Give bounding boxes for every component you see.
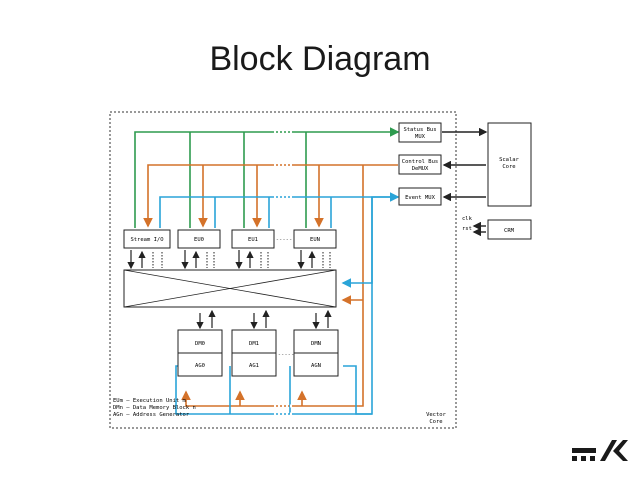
svg-text:MUX: MUX: [415, 134, 426, 140]
svg-text:Control Bus: Control Bus: [402, 159, 438, 165]
scalar-connections: [442, 127, 488, 237]
legend-item: DMn – Data Memory Block n: [113, 405, 196, 411]
vector-core-label: Vector Core: [426, 412, 447, 425]
status-lines: [134, 127, 400, 228]
legend-item: EUm – Execution Unit m: [113, 398, 187, 404]
crm-block: CRM: [487, 219, 532, 240]
svg-text:Status Bus: Status Bus: [403, 127, 436, 133]
svg-text:DeMUX: DeMUX: [412, 166, 429, 172]
svg-text:Scalar: Scalar: [499, 157, 520, 163]
control-bus-demux: Control Bus DeMUX: [398, 154, 442, 175]
svg-text:Core: Core: [502, 164, 515, 170]
status-bus-mux: Status Bus MUX: [398, 122, 442, 143]
svg-text:Stream I/O: Stream I/O: [130, 237, 163, 243]
vector-core-boundary: [109, 111, 457, 429]
clk-label: clk: [462, 216, 473, 222]
eu0-block: EU0: [177, 229, 221, 249]
company-logo: [572, 440, 628, 461]
svg-text:Core: Core: [429, 419, 442, 425]
rst-label: rst: [462, 226, 472, 232]
svg-text:Event MUX: Event MUX: [405, 195, 435, 201]
dm0-ag0-block: DM0 AG0: [177, 329, 223, 377]
legend-item: AGn – Address Generator: [113, 412, 190, 418]
eu-ellipsis: -----: [276, 237, 293, 243]
legend: EUm – Execution Unit m DMn – Data Memory…: [113, 398, 196, 418]
agn-label: AGN: [311, 363, 321, 369]
svg-text:EU0: EU0: [194, 237, 204, 243]
ag1-label: AG1: [249, 363, 259, 369]
svg-text:EUN: EUN: [310, 237, 320, 243]
crossbar-memory-arrows: [196, 309, 332, 330]
eu-crossbar-arrows: [127, 250, 316, 270]
ag0-label: AG0: [195, 363, 205, 369]
svg-text:Vector: Vector: [426, 412, 447, 418]
event-mux: Event MUX: [398, 187, 442, 206]
svg-text:EU1: EU1: [248, 237, 258, 243]
svg-text:CRM: CRM: [504, 228, 515, 234]
scalar-core: Scalar Core: [487, 122, 532, 207]
dm0-label: DM0: [195, 341, 205, 347]
slide-title: Block Diagram: [209, 40, 431, 78]
eu-crossbar-dotted: [152, 252, 331, 268]
eun-block: EUN: [293, 229, 337, 249]
dmn-agn-block: DMN AGN: [293, 329, 339, 377]
eu1-block: EU1: [231, 229, 275, 249]
bus-gap-dots: [274, 130, 292, 416]
dm-ellipsis: -----: [278, 352, 295, 358]
dm1-label: DM1: [249, 341, 259, 347]
crossbar-switch: [123, 269, 337, 308]
dmn-label: DMN: [311, 341, 321, 347]
stream-io-block: Stream I/O: [123, 229, 171, 249]
dm1-ag1-block: DM1 AG1: [231, 329, 277, 377]
